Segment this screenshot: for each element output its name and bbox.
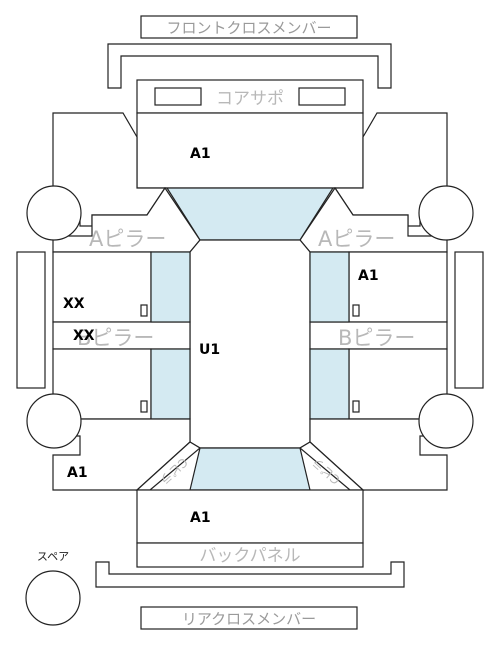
right-a-pillar-label: Aピラー — [318, 227, 395, 251]
right-front-door-handle[interactable] — [352, 304, 360, 317]
back-panel-label: バックパネル — [199, 546, 300, 566]
spare-tire[interactable] — [25, 570, 81, 626]
left-a-pillar-label: Aピラー — [89, 227, 166, 251]
trunk[interactable] — [136, 489, 364, 544]
left-rear-quarter-code: A1 — [67, 465, 88, 481]
right-rear-door-handle[interactable] — [352, 400, 360, 413]
back-panel[interactable] — [136, 542, 364, 568]
hood[interactable] — [136, 112, 364, 189]
right-headlight[interactable] — [298, 87, 346, 106]
right-front-door[interactable] — [348, 251, 448, 323]
hood-code: A1 — [190, 146, 211, 162]
left-front-door-code: XX — [63, 296, 85, 312]
rear-cross-member-label: リアクロスメンバー — [182, 610, 316, 628]
left-b-pillar-code: XX — [73, 328, 95, 344]
left-side-step[interactable] — [16, 251, 46, 389]
left-front-door[interactable] — [52, 251, 152, 323]
left-front-door-handle[interactable] — [140, 304, 148, 317]
left-rear-side-glass[interactable] — [150, 348, 191, 420]
left-front-tire[interactable] — [26, 185, 82, 241]
rear-cross-member-box[interactable] — [140, 606, 358, 630]
rear-window[interactable] — [189, 447, 311, 491]
roof-code: U1 — [199, 342, 220, 358]
left-b-pillar-label: Bピラー — [77, 326, 154, 350]
left-b-pillar[interactable] — [52, 321, 191, 350]
right-b-pillar-label: Bピラー — [338, 326, 415, 350]
trunk-code: A1 — [190, 510, 211, 526]
front-cross-member-box[interactable] — [140, 15, 358, 39]
right-front-side-glass[interactable] — [309, 251, 350, 323]
spare-tire-label: スペア — [37, 550, 69, 563]
right-front-door-code: A1 — [358, 268, 379, 284]
left-front-side-glass[interactable] — [150, 251, 191, 323]
right-rear-side-glass[interactable] — [309, 348, 350, 420]
right-front-tire[interactable] — [418, 185, 474, 241]
right-rear-tire[interactable] — [418, 393, 474, 449]
left-rear-tire[interactable] — [26, 393, 82, 449]
left-rear-door-handle[interactable] — [140, 400, 148, 413]
front-cross-member-label: フロントクロスメンバー — [166, 19, 331, 37]
rear-bumper[interactable] — [95, 561, 405, 588]
core-support-label: コアサポ — [216, 89, 284, 109]
left-headlight[interactable] — [154, 87, 202, 106]
front-bumper[interactable] — [107, 43, 392, 89]
right-side-step[interactable] — [454, 251, 484, 389]
